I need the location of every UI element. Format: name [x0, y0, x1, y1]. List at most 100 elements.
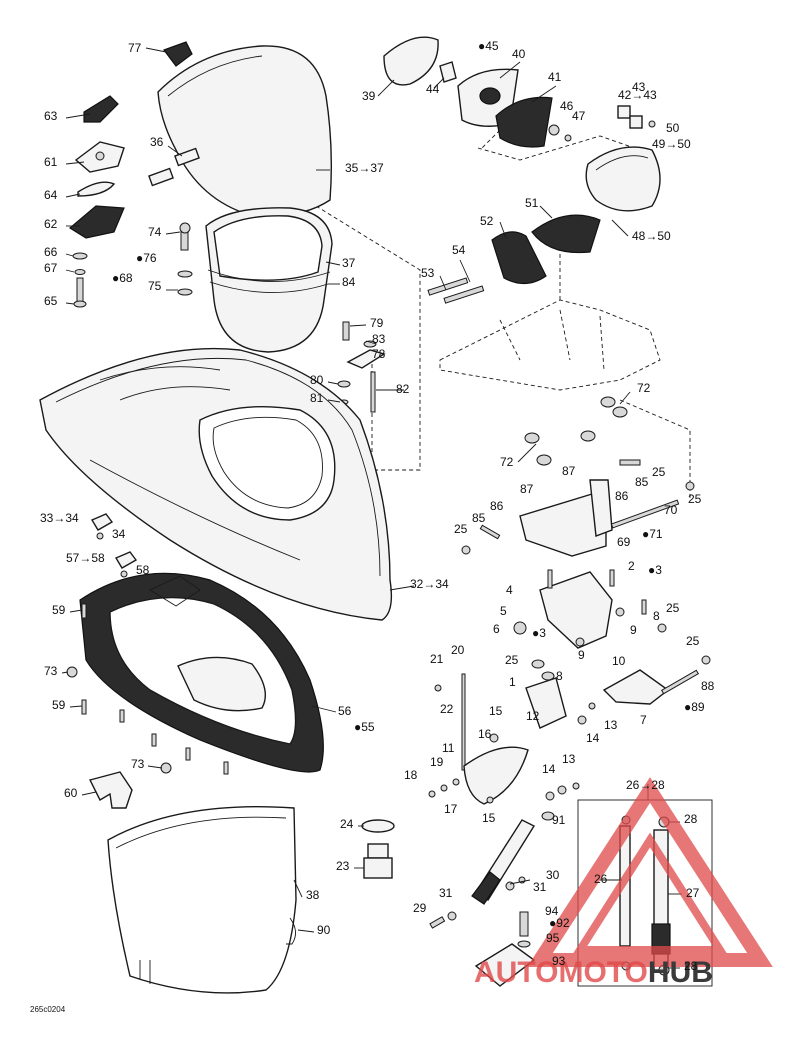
callout-c84: 84 — [342, 275, 356, 289]
callout-c42: 42→43 — [618, 88, 657, 102]
mirror-group — [383, 36, 661, 304]
callout-c53: 53 — [421, 266, 435, 280]
callout-c68: ●68 — [112, 271, 133, 285]
left-hardware-group — [68, 95, 125, 308]
callout-c87a: 87 — [562, 464, 576, 478]
callout-c59a: 59 — [52, 603, 66, 617]
callout-c18: 18 — [404, 768, 418, 782]
callout-c83: 83 — [372, 332, 386, 346]
callout-c72b: 72 — [500, 455, 514, 469]
clamp-and-fitting — [361, 819, 395, 879]
callout-c34a: 34 — [112, 527, 126, 541]
callout-c57: 57→58 — [66, 551, 105, 565]
callout-c70: 70 — [664, 503, 678, 517]
callout-c22: 22 — [440, 702, 454, 716]
callout-c21: 21 — [430, 652, 444, 666]
callout-c25f: 25 — [505, 653, 519, 667]
inner-liner — [79, 572, 324, 773]
storage-bin — [205, 207, 333, 353]
callout-c93: 93 — [552, 954, 566, 968]
svg-text:AUTOMOTOHUB: AUTOMOTOHUB — [474, 956, 713, 989]
watermark-moto: MOTO — [558, 956, 647, 989]
callout-c43: 43 — [632, 80, 646, 94]
callout-c41: 41 — [548, 70, 562, 84]
callout-c71: ●71 — [642, 527, 663, 541]
callout-c86b: 86 — [490, 499, 504, 513]
callout-c52: 52 — [480, 214, 494, 228]
leader-lines — [61, 47, 682, 969]
callout-c6: 6 — [493, 622, 500, 636]
callout-c28a: 28 — [684, 812, 698, 826]
callout-c11: 11 — [442, 741, 455, 755]
callout-c14b: 14 — [542, 762, 556, 776]
drawing-code: 265c0204 — [30, 1005, 66, 1014]
bolts-74-76 — [177, 222, 193, 296]
linkage-mechanism — [428, 396, 711, 821]
callout-c89: ●89 — [684, 700, 705, 714]
callout-c54: 54 — [452, 243, 466, 257]
callout-c74: 74 — [148, 225, 162, 239]
callout-c87b: 87 — [520, 482, 534, 496]
callout-c13a: 13 — [604, 718, 618, 732]
nut-plates — [90, 513, 138, 578]
callout-c14a: 14 — [586, 731, 600, 745]
callout-c55: ●55 — [354, 720, 375, 734]
tape-36 — [148, 147, 200, 187]
callout-c12: 12 — [526, 709, 540, 723]
callout-c92: ●92 — [549, 916, 570, 930]
callout-c25e: 25 — [686, 634, 700, 648]
callout-c69: 69 — [617, 535, 631, 549]
callout-c61: 61 — [44, 155, 58, 169]
callout-c17: 17 — [444, 802, 458, 816]
callout-c31a: 31 — [533, 880, 547, 894]
callout-c94: 94 — [545, 904, 559, 918]
callout-c20: 20 — [451, 643, 465, 657]
callout-c1: 1 — [509, 675, 516, 689]
callout-c80: 80 — [310, 373, 324, 387]
callout-c65: 65 — [44, 294, 58, 308]
callout-c3b: ●3 — [532, 626, 546, 640]
callout-c58: 58 — [136, 563, 150, 577]
callout-c64: 64 — [44, 188, 58, 202]
callout-c13b: 13 — [562, 752, 576, 766]
callout-c47: 47 — [572, 109, 586, 123]
callout-c25a: 25 — [652, 465, 666, 479]
callout-c77: 77 — [128, 41, 142, 55]
callout-c15a: 15 — [489, 704, 503, 718]
callout-c39: 39 — [362, 89, 376, 103]
callout-c28b: 28 — [684, 959, 698, 973]
callout-c32: 32→34 — [410, 577, 449, 591]
callout-c35: 35→37 — [345, 161, 384, 175]
callout-c90: 90 — [317, 923, 331, 937]
callout-c72a: 72 — [637, 381, 651, 395]
callout-c66: 66 — [44, 245, 58, 259]
callout-c27: 27 — [686, 886, 700, 900]
callout-c25d: 25 — [666, 601, 680, 615]
callout-c56: 56 — [338, 704, 352, 718]
bracket-60 — [88, 771, 133, 809]
callout-c8b: 8 — [556, 669, 563, 683]
liner-screws — [66, 603, 229, 775]
callout-c9a: 9 — [630, 623, 637, 637]
callout-c63: 63 — [44, 109, 58, 123]
callout-c4: 4 — [506, 583, 513, 597]
callout-c7: 7 — [640, 713, 647, 727]
callout-c3a: ●3 — [648, 563, 662, 577]
bracket-77 — [163, 41, 193, 67]
windshield — [157, 45, 333, 217]
dashed-reference-lines — [315, 129, 691, 500]
callout-c86a: 86 — [615, 489, 629, 503]
callout-c30: 30 — [546, 868, 560, 882]
callout-c9b: 9 — [578, 648, 585, 662]
callout-c95: 95 — [546, 931, 560, 945]
callout-c19: 19 — [430, 755, 444, 769]
callout-c60: 60 — [64, 786, 78, 800]
watermark-hub: HUB — [648, 956, 713, 989]
callout-c8a: 8 — [653, 609, 660, 623]
callout-c85a: 85 — [635, 475, 649, 489]
callout-c88: 88 — [701, 679, 715, 693]
callout-c50: 50 — [666, 121, 680, 135]
callout-c79: 79 — [370, 316, 384, 330]
callout-c25b: 25 — [688, 492, 702, 506]
